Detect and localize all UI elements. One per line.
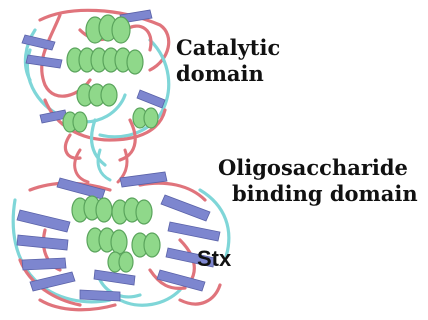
binding-domain-structure: [11, 171, 231, 312]
oligosaccharide-domain-label-line2: binding domain: [232, 181, 418, 206]
stx-label: Stx: [197, 246, 232, 271]
catalytic-domain-structure: [21, 8, 171, 184]
oligosaccharide-domain-label-line1: Oligosaccharide: [218, 155, 408, 180]
catalytic-helices: [62, 14, 159, 133]
catalytic-domain-label-line2: domain: [176, 61, 264, 86]
catalytic-domain-label-line1: Catalytic: [176, 35, 281, 60]
catalytic-strands: [21, 9, 166, 124]
binding-helices: [71, 195, 161, 273]
interdomain-coils: [73, 148, 129, 184]
binding-strands: [16, 171, 221, 302]
